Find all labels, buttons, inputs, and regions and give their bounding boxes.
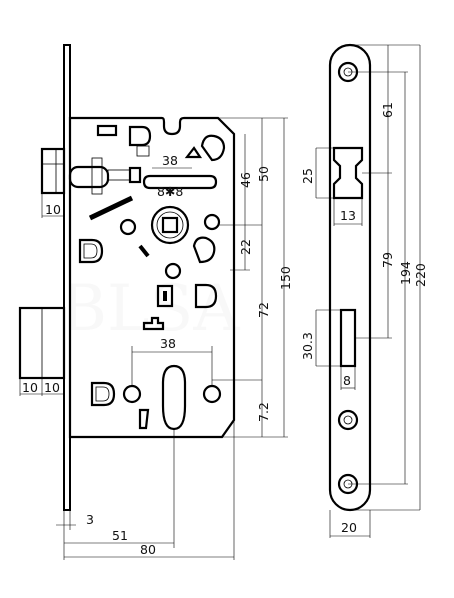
side-faceplate: [328, 43, 372, 512]
cylinder-cutout: [161, 364, 187, 431]
top-slot-symbol: [96, 124, 118, 137]
cam-slot: [142, 174, 218, 190]
small-key: [138, 244, 150, 258]
dim-cam-width: 38: [152, 153, 192, 169]
latch-opening: [332, 146, 364, 200]
center-hole: [164, 262, 182, 280]
svg-text:51: 51: [112, 528, 128, 543]
lock-case: [68, 116, 236, 439]
svg-text:10: 10: [44, 380, 60, 395]
side-view: 61 79 194 220 25 13 30.3: [300, 43, 428, 538]
svg-text:20: 20: [341, 520, 357, 535]
deadbolt: [18, 306, 66, 380]
hole-bottom-left: [122, 384, 142, 404]
svg-text:46: 46: [238, 172, 253, 188]
dim-square: 8✱8: [157, 184, 183, 199]
left-d-symbol: [78, 238, 104, 264]
dim-latch-depth: 10 10: [19, 378, 65, 396]
svg-text:79: 79: [380, 252, 395, 268]
svg-text:30.3: 30.3: [300, 332, 315, 360]
svg-text:13: 13: [340, 208, 356, 223]
svg-text:61: 61: [380, 102, 395, 118]
dim-bolt-width: 10: [41, 193, 65, 218]
hole-left: [119, 218, 137, 236]
svg-text:50: 50: [256, 166, 271, 182]
svg-text:38: 38: [160, 336, 176, 351]
square-hub: [150, 205, 190, 245]
svg-text:10: 10: [45, 202, 61, 217]
svg-text:220: 220: [413, 263, 428, 287]
svg-text:8: 8: [343, 373, 351, 388]
svg-text:80: 80: [140, 542, 156, 557]
bottom-small-clip: [138, 408, 150, 430]
svg-text:150: 150: [278, 266, 293, 290]
top-d-symbol: [128, 125, 152, 147]
hole-right: [203, 213, 221, 231]
bottom-left-d-symbol: [90, 381, 116, 407]
bolt-opening: [339, 308, 357, 368]
dim-cyl-width: 38: [131, 336, 213, 386]
svg-text:22: 22: [238, 239, 253, 255]
latch-mechanism: [68, 157, 142, 195]
side-dims: 61 79 194 220 25 13 30.3: [300, 44, 428, 538]
dim-bottom: 3 51 80: [56, 420, 235, 560]
right-d-symbol: [192, 236, 216, 264]
svg-text:7.2: 7.2: [256, 402, 271, 422]
svg-text:194: 194: [398, 261, 413, 285]
top-bars-symbol: [136, 145, 150, 157]
hole-bottom-right: [202, 384, 222, 404]
triangle-symbol: [184, 146, 203, 159]
svg-text:3: 3: [86, 512, 94, 527]
latch-bolt: [40, 147, 66, 195]
svg-text:25: 25: [300, 168, 315, 184]
t-symbol: [142, 316, 165, 331]
screw-hole-middle: [337, 409, 359, 431]
top-right-d-symbol: [200, 134, 226, 162]
svg-text:10: 10: [22, 380, 38, 395]
svg-text:38: 38: [162, 153, 178, 168]
center-block: [156, 284, 174, 308]
dim-verticals: 46 50 22 72 150 7.2: [212, 117, 293, 438]
front-view: 38 8✱8 38 10 10 10: [18, 44, 293, 560]
svg-text:72: 72: [256, 302, 271, 318]
diagonal-bar: [88, 195, 134, 221]
watermark: BLSA: [60, 272, 240, 346]
center-d-symbol: [194, 283, 218, 309]
